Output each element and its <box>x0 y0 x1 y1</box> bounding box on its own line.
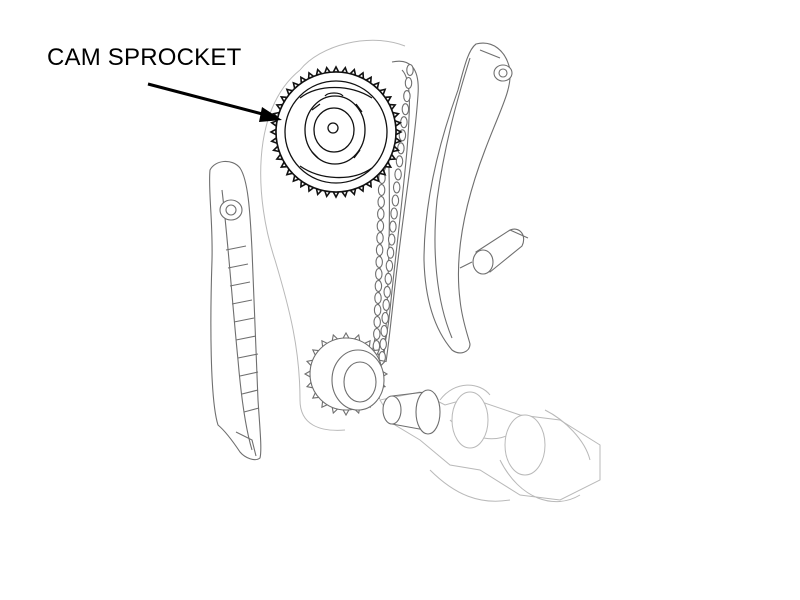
chain-link <box>380 324 388 338</box>
assembly-outline-top <box>299 39 406 71</box>
chain-link <box>394 168 402 181</box>
chain-link <box>373 303 382 317</box>
assembly-outline <box>260 69 346 431</box>
crank-sprocket <box>303 331 389 417</box>
chain-link <box>390 207 398 220</box>
left-chain-guide <box>208 160 262 461</box>
chain-link <box>400 116 408 129</box>
chain-link <box>385 259 394 272</box>
sprocket-tooth <box>342 409 350 417</box>
chain-link <box>375 255 383 269</box>
chain-link <box>404 76 413 90</box>
chain-link <box>373 315 381 329</box>
cam-sprocket-label: CAM SPROCKET <box>47 44 242 71</box>
tensioner-plunger <box>459 228 529 275</box>
sprocket-tooth <box>342 331 350 339</box>
chain-link <box>376 231 384 245</box>
chain-link <box>379 338 387 351</box>
chain-link <box>375 267 383 281</box>
chain-link <box>392 181 401 194</box>
chain-link <box>397 142 405 155</box>
sprocket-tooth <box>303 370 311 378</box>
chain-link <box>386 246 395 259</box>
chain-link <box>373 327 381 341</box>
chain-link <box>381 311 389 325</box>
chain-link <box>374 291 382 305</box>
chain-link <box>377 207 385 221</box>
chain-link <box>406 63 414 77</box>
chain-link <box>375 243 384 257</box>
chain-link <box>377 183 386 197</box>
cam-sprocket <box>269 65 403 199</box>
chain-link <box>389 220 397 233</box>
chain-link <box>387 233 396 246</box>
chain-link <box>395 155 404 168</box>
chain-link <box>374 279 383 293</box>
chain-link <box>383 285 391 298</box>
chain-link <box>403 90 411 103</box>
chain-link <box>401 103 410 116</box>
crankshaft <box>379 384 601 503</box>
chain-link <box>382 298 390 311</box>
chain-link <box>391 194 400 207</box>
chain-link <box>377 195 385 209</box>
right-tensioner-guide <box>423 42 513 354</box>
callout-arrow <box>147 82 282 122</box>
chain-link <box>376 219 385 233</box>
chain-link <box>384 272 393 285</box>
